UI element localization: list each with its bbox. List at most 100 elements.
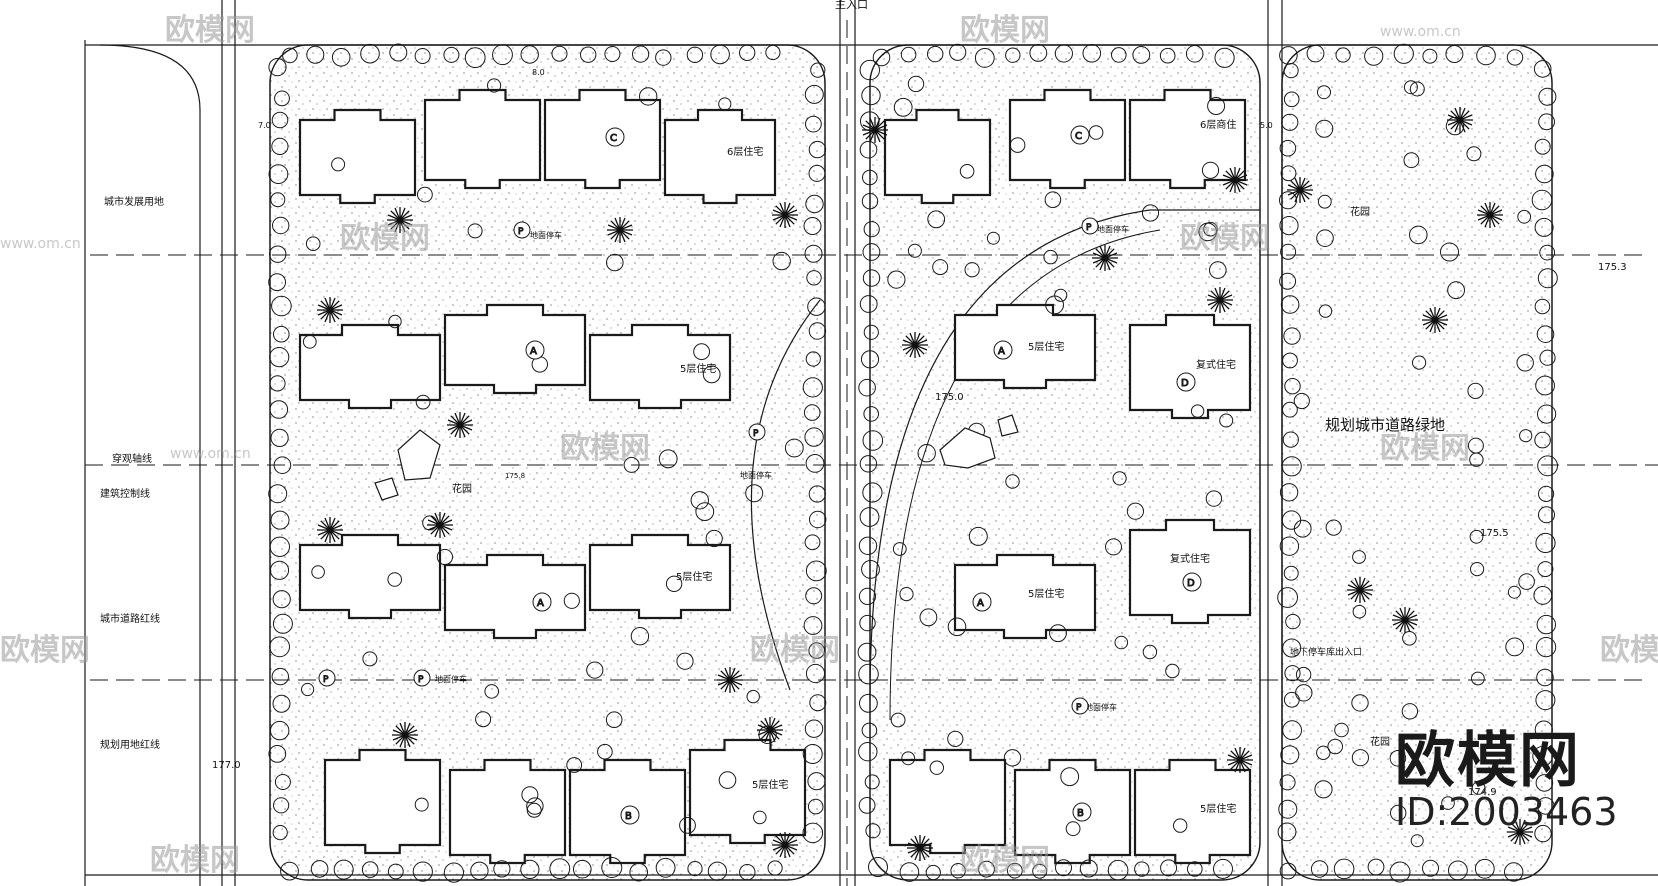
dim-2: 7.0 — [258, 121, 271, 130]
tree-143 — [862, 482, 883, 503]
parking-label-4: 地面停车 — [435, 674, 467, 684]
tree-310 — [718, 771, 737, 789]
tree-125 — [1187, 861, 1203, 877]
tree-34 — [655, 857, 676, 878]
tree-299 — [1009, 137, 1026, 153]
shrub-2 — [607, 217, 633, 243]
tree-235 — [526, 797, 544, 815]
svg-text:P: P — [323, 675, 329, 685]
tree-83 — [804, 427, 824, 447]
tree-202 — [1279, 774, 1296, 791]
tree-66 — [274, 774, 291, 790]
tree-56 — [270, 510, 290, 530]
tree-152 — [861, 722, 878, 739]
tree-41 — [271, 111, 289, 129]
building-6 — [1008, 88, 1127, 190]
tree-284 — [899, 587, 914, 602]
building-type-markers: C C A A A A D D B B P P P P P P — [318, 125, 1202, 825]
tree-312 — [1351, 749, 1370, 767]
svg-text:欧模网: 欧模网 — [1180, 221, 1270, 256]
tree-236 — [1207, 97, 1226, 115]
tree-220 — [1537, 455, 1558, 477]
parking-label-2: 地面停车 — [1097, 224, 1129, 234]
tree-53 — [270, 428, 289, 447]
tree-101 — [927, 45, 944, 63]
building-23 — [1013, 758, 1132, 865]
building-4 — [663, 108, 777, 205]
tree-329 — [947, 730, 964, 748]
tree-223 — [1535, 532, 1556, 554]
tree-371 — [893, 97, 913, 117]
garden-label-west: 花园 — [452, 482, 472, 495]
tree-292 — [676, 652, 694, 670]
building-9 — [443, 303, 587, 395]
building-13 — [298, 533, 442, 620]
tree-361 — [387, 572, 403, 587]
tree-275 — [1165, 663, 1180, 679]
tree-148 — [859, 614, 876, 632]
tree-353 — [1141, 204, 1160, 222]
tree-109 — [1132, 46, 1151, 64]
b-label-6s-1: 6层住宅 — [727, 145, 763, 158]
svg-text:A: A — [537, 598, 544, 609]
tree-7 — [443, 46, 460, 63]
tree-346 — [679, 817, 696, 834]
tree-31 — [573, 859, 592, 879]
tree-229 — [1535, 690, 1556, 711]
tree-3 — [331, 48, 351, 67]
tree-45 — [272, 216, 290, 235]
tree-21 — [310, 860, 329, 878]
tree-25 — [412, 861, 433, 882]
tree-93 — [809, 694, 827, 712]
tree-179 — [1280, 165, 1297, 182]
tree-364 — [597, 743, 613, 760]
tree-242 — [1054, 288, 1068, 302]
tree-105 — [1029, 44, 1048, 62]
tree-69 — [810, 62, 826, 78]
b-label-duplex-2: 复式住宅 — [1170, 552, 1210, 565]
tree-144 — [859, 507, 880, 527]
tree-332 — [1173, 818, 1188, 833]
tree-18 — [739, 44, 756, 61]
tree-271 — [362, 651, 378, 667]
tree-304 — [414, 797, 429, 812]
tree-67 — [273, 797, 290, 814]
tree-340 — [623, 456, 640, 473]
shrub-7 — [427, 512, 453, 538]
building-1 — [298, 108, 417, 205]
tree-113 — [868, 857, 888, 877]
tree-19 — [765, 44, 781, 61]
tree-244 — [563, 592, 580, 609]
tree-138 — [860, 350, 880, 369]
tree-295 — [753, 810, 767, 825]
tree-46 — [269, 245, 287, 263]
tree-120 — [1055, 859, 1072, 877]
tree-171 — [1422, 859, 1439, 877]
svg-text:欧模网: 欧模网 — [150, 843, 240, 878]
tree-285 — [1516, 354, 1534, 372]
tree-255 — [1316, 745, 1331, 760]
tree-327 — [1317, 194, 1332, 209]
tree-265 — [658, 449, 678, 469]
tree-368 — [1203, 221, 1218, 237]
parking-marker-1: P — [513, 221, 531, 239]
tree-107 — [1082, 44, 1102, 63]
parking-marker-2: P — [1081, 217, 1099, 235]
tree-345 — [1403, 152, 1420, 169]
tree-294 — [1351, 694, 1369, 712]
tree-366 — [1469, 529, 1484, 544]
type-marker-d-1: D — [1176, 372, 1196, 392]
tree-344 — [947, 617, 967, 637]
tree-39 — [268, 58, 287, 77]
tree-246 — [1352, 550, 1366, 564]
tree-293 — [1003, 749, 1022, 767]
tree-365 — [890, 712, 906, 728]
tree-88 — [805, 560, 827, 582]
tree-94 — [804, 719, 824, 738]
tree-184 — [1280, 295, 1300, 314]
tree-52 — [269, 400, 289, 419]
shrub-23 — [1227, 747, 1253, 773]
shrub-15 — [1092, 245, 1118, 271]
type-marker-a-1: A — [525, 340, 545, 360]
tree-233 — [1536, 797, 1555, 815]
